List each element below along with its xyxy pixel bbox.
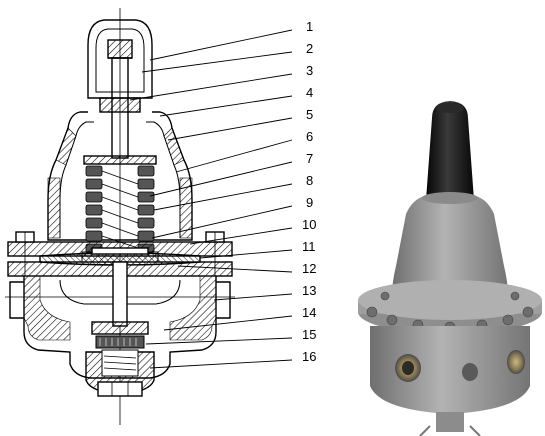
cap-outline (87, 19, 153, 99)
valve-stem (112, 261, 128, 327)
valve-product-photo (358, 101, 542, 436)
cross-section-drawing (5, 8, 235, 425)
body-wall-left (23, 275, 71, 341)
callout-12: 12 (302, 261, 316, 276)
right-port (507, 350, 525, 374)
callout-3: 3 (306, 63, 313, 78)
valve-disc (95, 335, 145, 349)
bonnet-wall-left (55, 127, 77, 166)
grey-bonnet (392, 196, 508, 296)
callout-14: 14 (302, 305, 316, 320)
disc-knurl (99, 338, 137, 346)
callout-1: 1 (306, 19, 313, 34)
callout-2: 2 (306, 41, 313, 56)
callout-6: 6 (306, 129, 313, 144)
callout-5: 5 (306, 107, 313, 122)
callout-9: 9 (306, 195, 313, 210)
bottom-stub (436, 412, 464, 432)
front-port (462, 363, 478, 381)
lower-spring-seat (91, 247, 149, 255)
adjusting-screw-head (107, 39, 133, 59)
callout-11: 11 (302, 239, 316, 254)
callout-4: 4 (306, 85, 313, 100)
leader-lines (129, 29, 293, 369)
bonnet-side-right (179, 177, 193, 239)
bonnet-side-left (47, 177, 61, 239)
outlet-port (216, 281, 231, 319)
inlet-port (9, 281, 24, 319)
black-adjusting-cap (426, 101, 474, 200)
callout-13: 13 (302, 283, 316, 298)
callout-16: 16 (302, 349, 316, 364)
plug-spring-coils (103, 355, 137, 371)
callout-labels: 1 2 3 4 5 6 7 8 9 10 11 12 13 14 15 16 (302, 19, 316, 364)
valve-seat (91, 321, 149, 335)
callout-10: 10 (302, 217, 316, 232)
callout-15: 15 (302, 327, 316, 342)
bonnet-wall-right (163, 127, 185, 166)
body-wall-right (169, 275, 217, 341)
lower-body (370, 326, 530, 414)
plug-nut (97, 381, 143, 397)
upper-spring-seat (83, 155, 157, 165)
callout-7: 7 (306, 151, 313, 166)
callout-8: 8 (306, 173, 313, 188)
bonnet-outer (47, 111, 193, 241)
spring (85, 165, 155, 254)
lock-nut (99, 97, 141, 113)
cap-inner (95, 28, 145, 93)
